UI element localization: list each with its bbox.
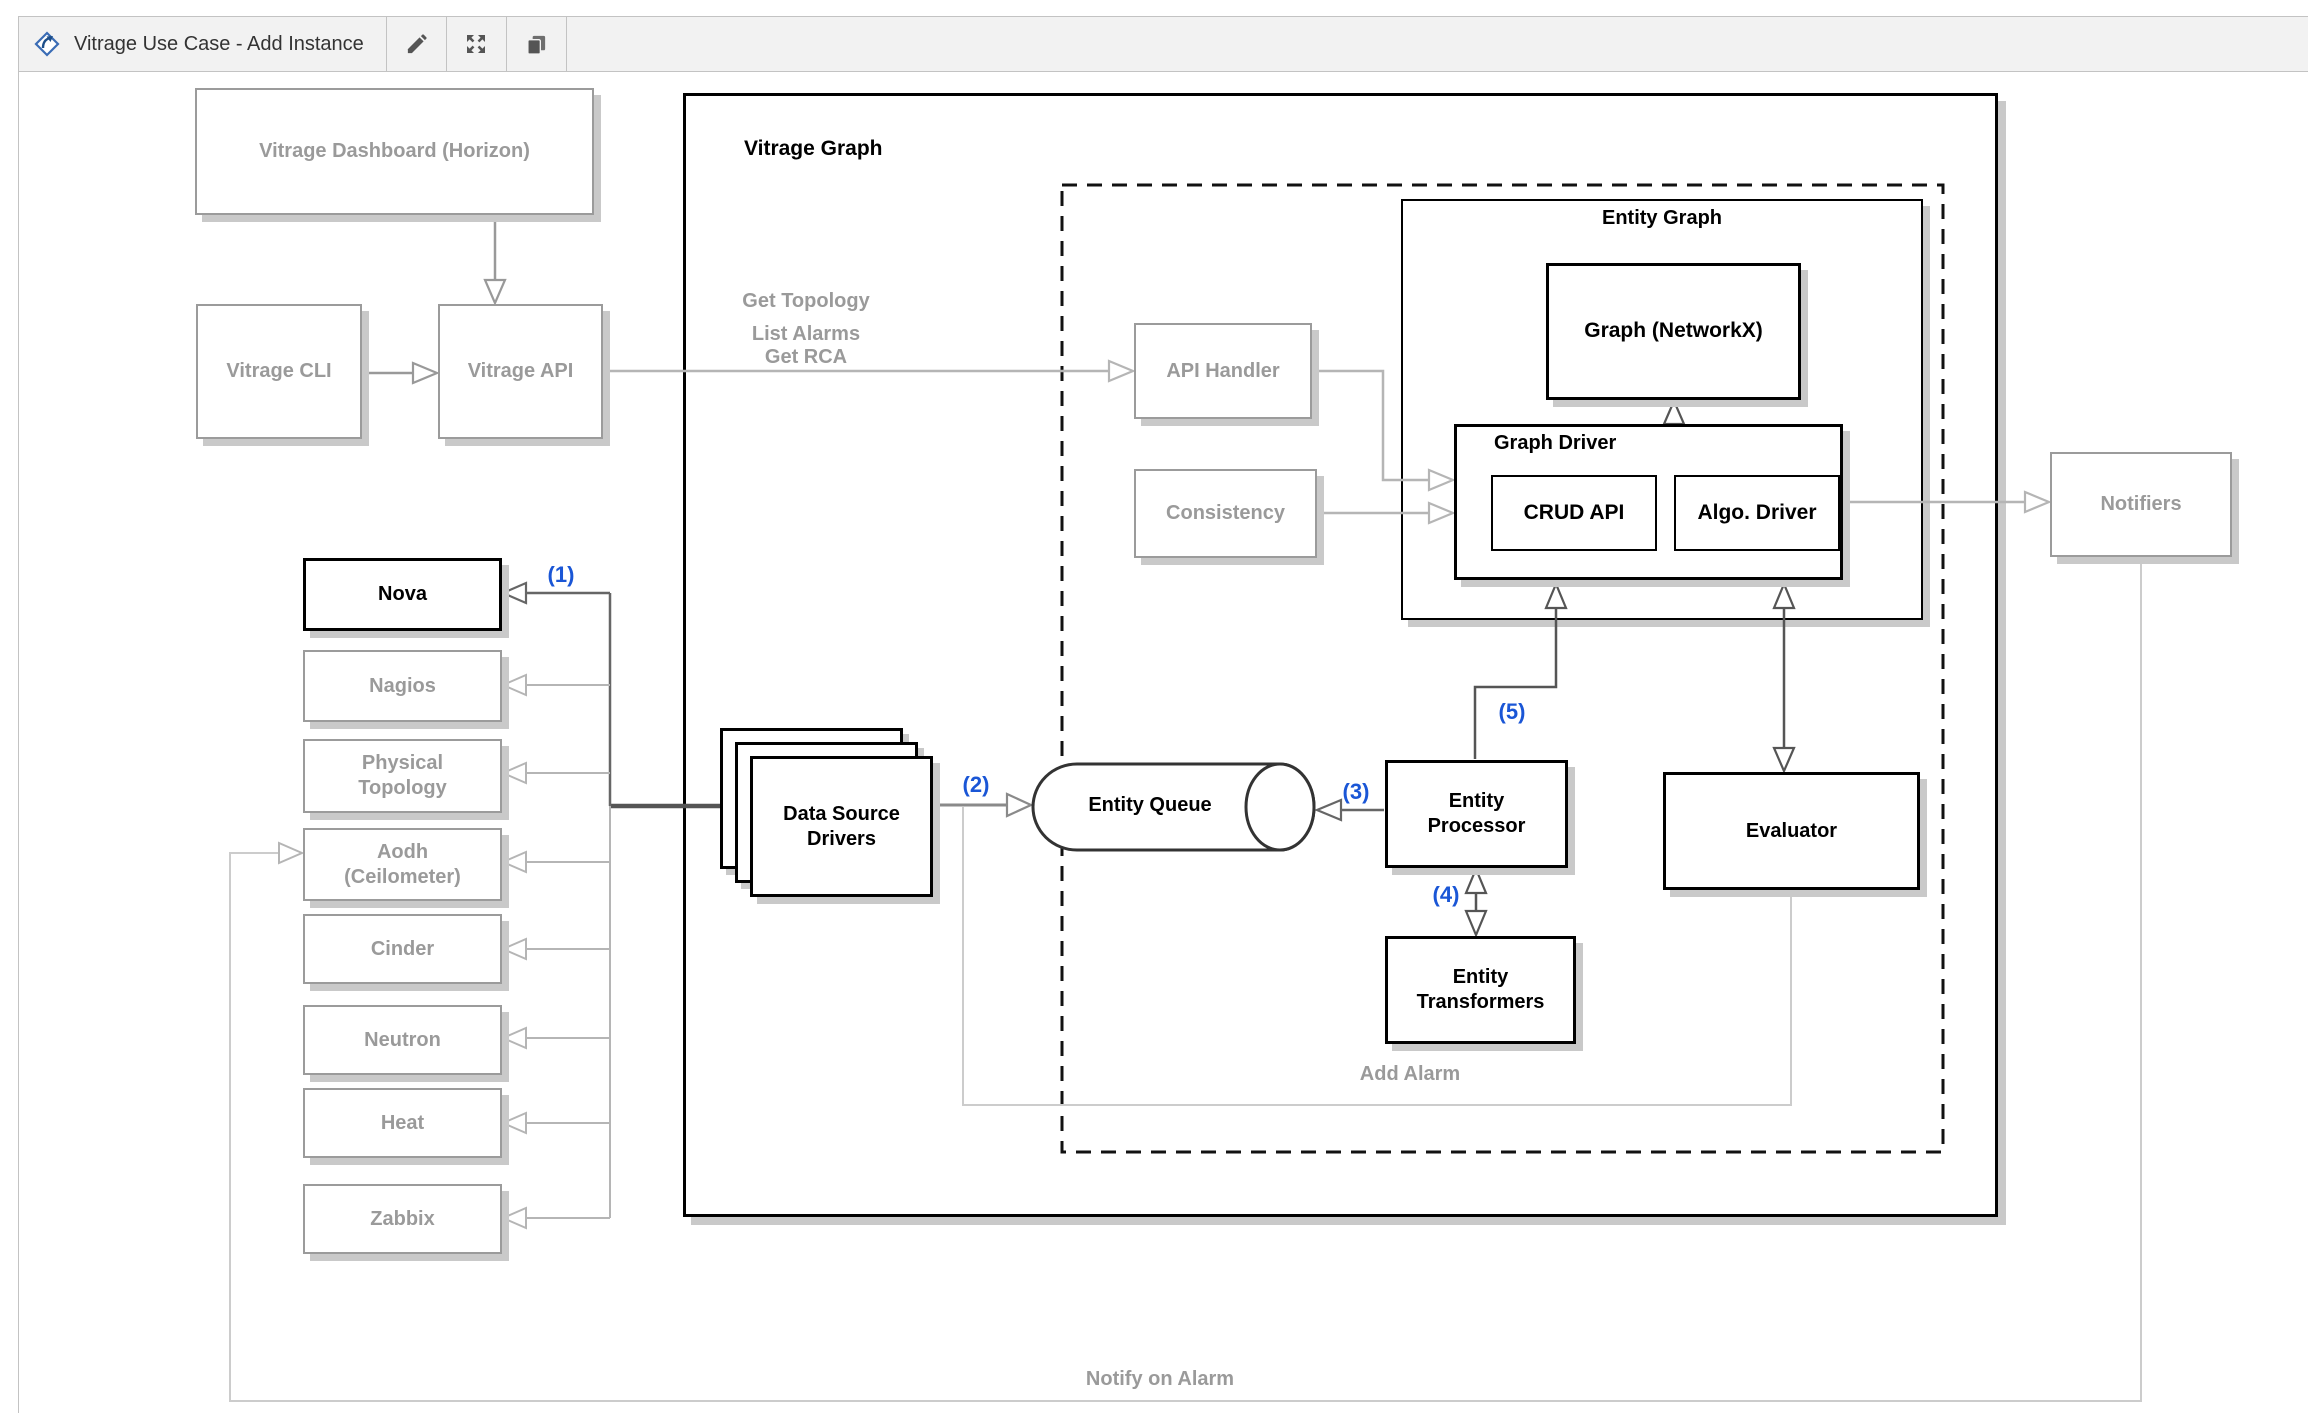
get-rca-label: Get RCA: [764, 346, 848, 368]
node-data-source-drivers: Data Source Drivers: [750, 756, 933, 897]
diagram-tab: Vitrage Use Case - Add Instance: [19, 17, 387, 71]
node-vitrage-api: Vitrage API: [438, 304, 603, 439]
drawio-logo-icon: [34, 31, 60, 57]
list-alarms-label: List Alarms: [751, 323, 861, 345]
node-nova: Nova: [303, 558, 502, 631]
node-neutron: Neutron: [303, 1005, 502, 1075]
step-3-label: (3): [1342, 779, 1370, 804]
node-entity-transformers: Entity Transformers: [1385, 936, 1576, 1044]
node-crud-api: CRUD API: [1491, 475, 1657, 551]
graph-driver-label: Graph Driver: [1494, 432, 1617, 454]
node-heat: Heat: [303, 1088, 502, 1158]
step-5-label: (5): [1498, 699, 1526, 724]
node-vitrage-dashboard: Vitrage Dashboard (Horizon): [195, 88, 594, 215]
node-cinder: Cinder: [303, 914, 502, 984]
node-api-handler: API Handler: [1134, 323, 1312, 419]
step-2-label: (2): [962, 772, 990, 797]
copy-button[interactable]: [506, 17, 567, 71]
vitrage-graph-label: Vitrage Graph: [744, 137, 883, 160]
node-physical-topology: Physical Topology: [303, 739, 502, 813]
node-algo-driver: Algo. Driver: [1674, 475, 1840, 551]
fullscreen-button[interactable]: [446, 17, 507, 71]
pencil-icon: [407, 33, 427, 53]
copy-icon: [527, 35, 545, 55]
node-notifiers: Notifiers: [2050, 452, 2232, 557]
node-evaluator: Evaluator: [1663, 772, 1920, 890]
node-aodh: Aodh (Ceilometer): [303, 828, 502, 901]
entity-queue-label: Entity Queue: [1088, 794, 1212, 816]
node-zabbix: Zabbix: [303, 1184, 502, 1254]
edit-button[interactable]: [386, 17, 447, 71]
node-consistency: Consistency: [1134, 469, 1317, 558]
entity-graph-label: Entity Graph: [1601, 207, 1723, 229]
toolbar: Vitrage Use Case - Add Instance: [18, 16, 2308, 72]
node-entity-processor: Entity Processor: [1385, 760, 1568, 868]
node-graph-networkx: Graph (NetworkX): [1546, 263, 1801, 400]
diagram-title: Vitrage Use Case - Add Instance: [74, 32, 364, 55]
fullscreen-icon: [467, 35, 486, 53]
step-1-label: (1): [547, 562, 575, 587]
notify-on-alarm-label: Notify on Alarm: [1085, 1368, 1235, 1390]
step-4-label: (4): [1432, 882, 1460, 907]
add-alarm-label: Add Alarm: [1359, 1063, 1461, 1085]
node-vitrage-cli: Vitrage CLI: [196, 304, 362, 439]
node-nagios: Nagios: [303, 650, 502, 722]
get-topology-label: Get Topology: [742, 290, 870, 312]
